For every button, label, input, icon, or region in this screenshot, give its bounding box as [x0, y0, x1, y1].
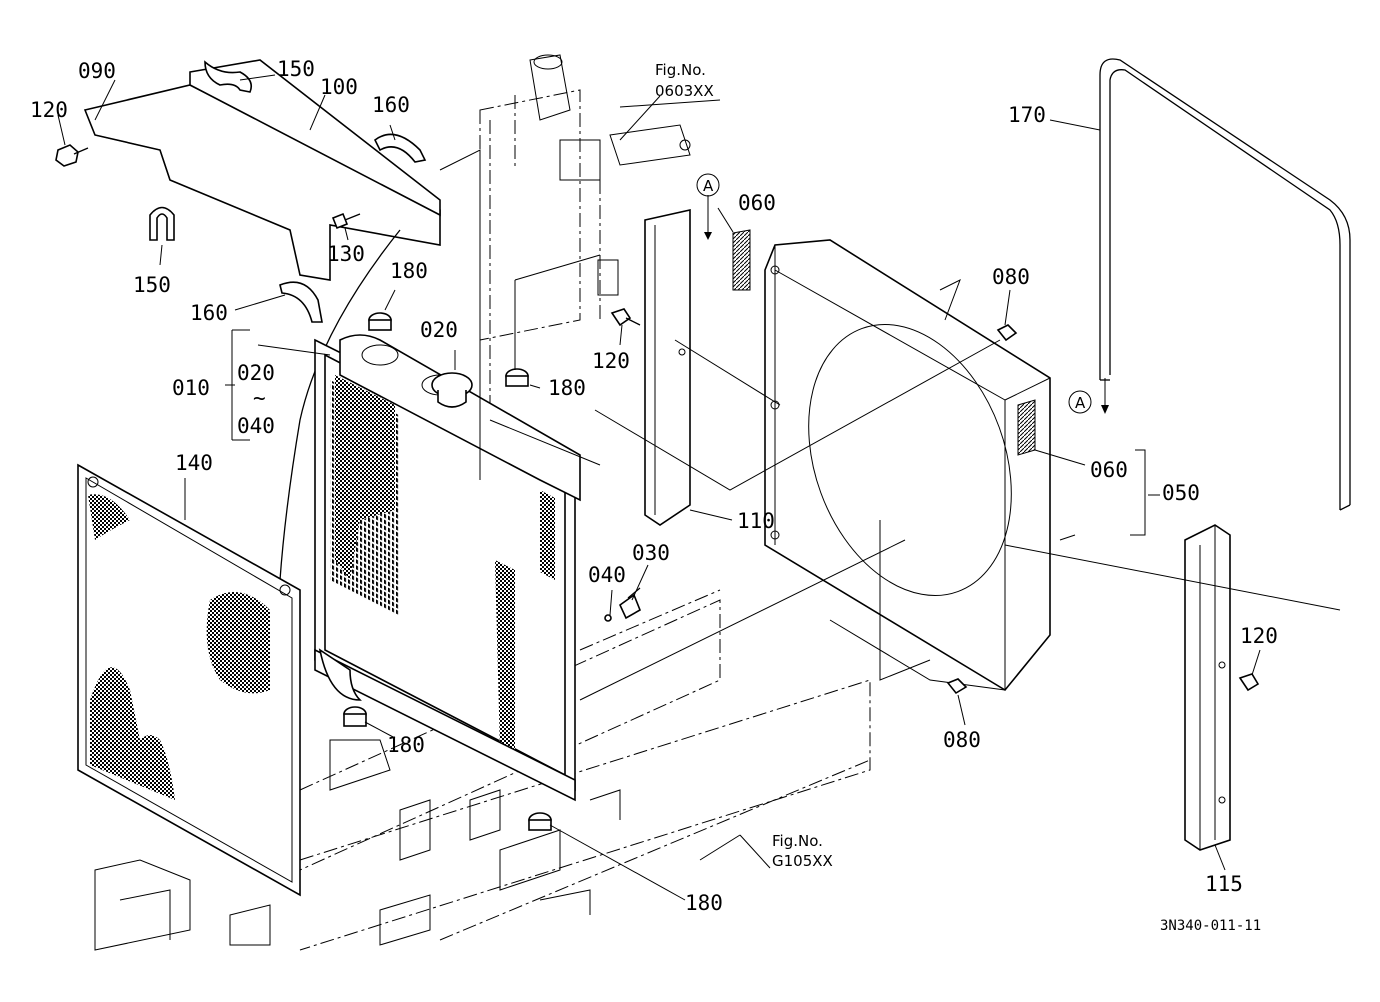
label-020-range: 020 [237, 361, 275, 385]
label-050: 050 [1162, 481, 1200, 505]
bracket-150-lower [149, 206, 175, 241]
label-180-bottom: 180 [685, 891, 723, 915]
label-120-right: 120 [1240, 624, 1278, 648]
label-120-left: 120 [30, 98, 68, 122]
fig-ref-top-line2: 0603XX [655, 82, 714, 100]
label-150-lower: 150 [133, 273, 171, 297]
oring-040 [604, 614, 612, 622]
bracket-150-upper [204, 60, 253, 93]
label-160-lower: 160 [190, 301, 228, 325]
decal-060 [732, 229, 1036, 456]
label-100: 100 [320, 75, 358, 99]
label-150-upper: 150 [277, 57, 315, 81]
cushions-180 [343, 312, 552, 831]
marker-a-left: A [696, 173, 720, 240]
marker-a-right-text: A [1075, 394, 1086, 412]
seal-160-upper [373, 133, 427, 163]
seal-160-lower [279, 281, 323, 323]
label-180-top: 180 [390, 259, 428, 283]
drain-plug-030 [618, 587, 642, 620]
screen-140 [77, 463, 301, 897]
fig-ref-top-line1: Fig.No. [655, 61, 706, 79]
label-170: 170 [1008, 103, 1046, 127]
label-180-lower: 180 [387, 733, 425, 757]
label-060-top: 060 [738, 191, 776, 215]
bolt-120-mid [610, 308, 641, 327]
leader-lines [57, 74, 1341, 901]
label-180-mid: 180 [548, 376, 586, 400]
label-030: 030 [632, 541, 670, 565]
label-110: 110 [737, 509, 775, 533]
label-130: 130 [327, 242, 365, 266]
side-plate-115 [1184, 524, 1231, 851]
label-010: 010 [172, 376, 210, 400]
figure-ref-top: Fig.No. 0603XX [655, 61, 714, 100]
upper-shroud-090 [83, 59, 441, 281]
cap-020 [431, 372, 473, 408]
label-160-upper: 160 [372, 93, 410, 117]
label-080-bottom: 080 [943, 728, 981, 752]
label-120-mid: 120 [592, 349, 630, 373]
label-tilde: ~ [253, 386, 266, 410]
bolts-080 [946, 324, 1018, 695]
overflow-hose [279, 229, 401, 581]
label-080-top: 080 [992, 265, 1030, 289]
figure-ref-bottom: Fig.No. G105XX [772, 832, 833, 870]
label-040-range: 040 [237, 414, 275, 438]
marker-a-right: A [1068, 390, 1109, 414]
label-040: 040 [588, 563, 626, 587]
bolt-120-right [1238, 673, 1260, 692]
bolt-120-left [55, 144, 89, 167]
label-060-side: 060 [1090, 458, 1128, 482]
fan-shroud-050 [764, 239, 1051, 692]
radiator [314, 334, 581, 802]
label-140: 140 [175, 451, 213, 475]
bolt-130 [331, 212, 361, 230]
label-115: 115 [1205, 872, 1243, 896]
side-plate-110 [644, 209, 691, 526]
drawing-code: 3N340-011-11 [1160, 918, 1261, 934]
label-090: 090 [78, 59, 116, 83]
seal-170 [1099, 58, 1351, 511]
marker-a-left-text: A [703, 177, 714, 195]
part-labels: 090 150 100 160 120 130 150 160 180 020 … [30, 57, 1278, 915]
fig-ref-bottom-line1: Fig.No. [772, 832, 823, 850]
fig-ref-bottom-line2: G105XX [772, 852, 833, 870]
label-020-cap: 020 [420, 318, 458, 342]
